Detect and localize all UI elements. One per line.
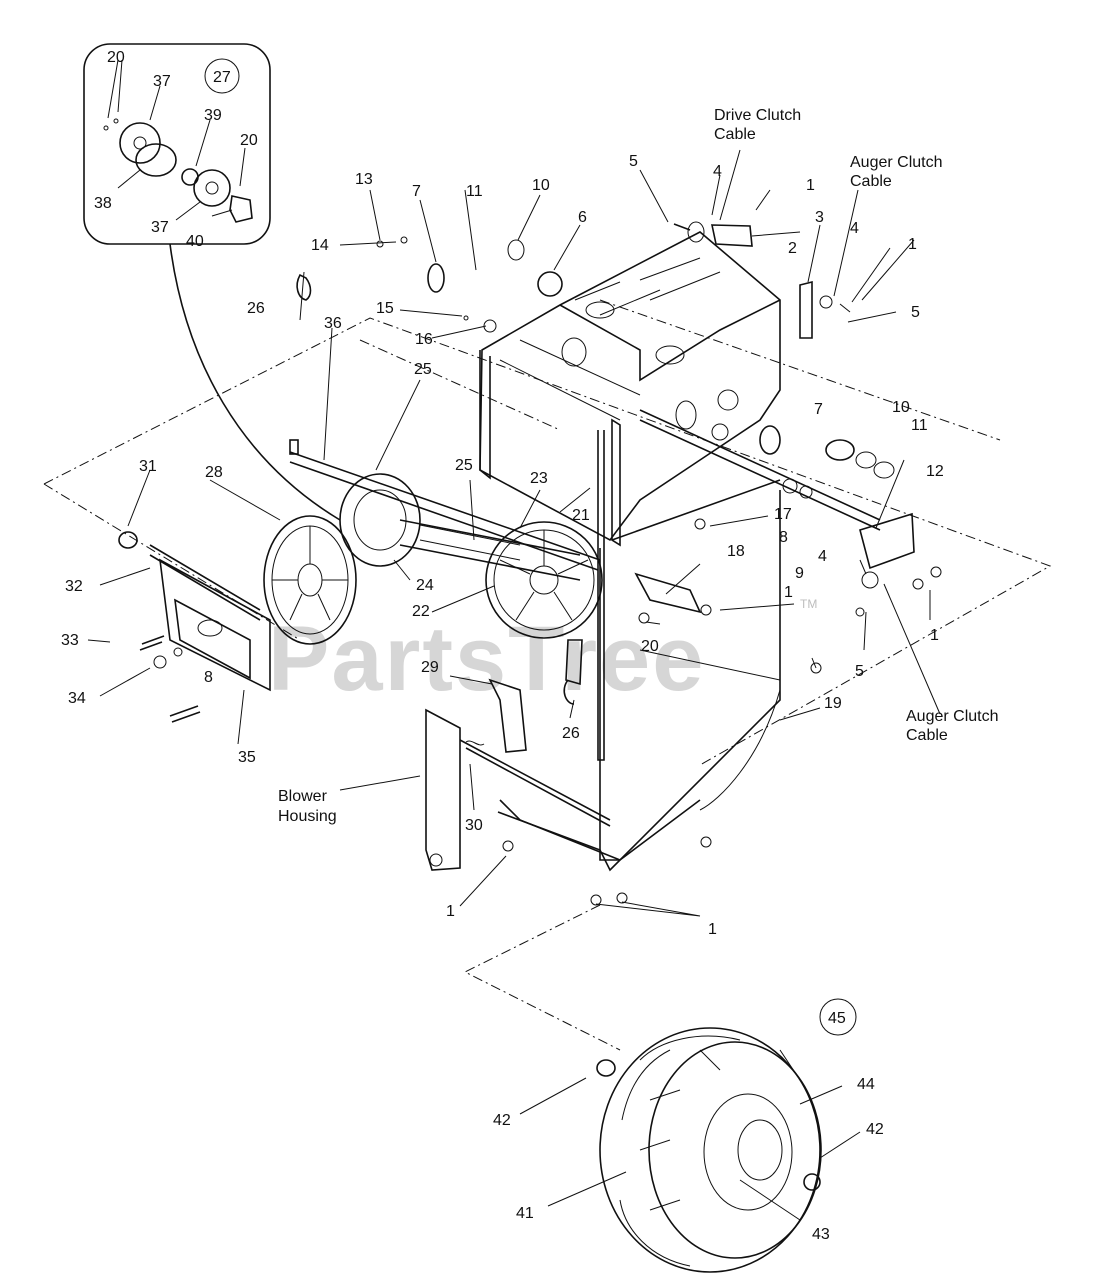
watermark: PartsTree TM <box>268 597 817 710</box>
callout-45: 45 <box>828 1010 846 1027</box>
callout-44: 44 <box>857 1076 875 1093</box>
callout-5-right: 5 <box>855 663 864 680</box>
callout-41: 41 <box>516 1205 534 1222</box>
label-auger-clutch-cable-top-line2: Cable <box>850 173 892 190</box>
callout-19: 19 <box>824 695 842 712</box>
callout-38: 38 <box>94 195 112 212</box>
callout-1-mid: 1 <box>784 584 793 601</box>
callout-4-right: 4 <box>818 548 827 565</box>
callout-42-left: 42 <box>493 1112 511 1129</box>
callout-10: 10 <box>532 177 550 194</box>
callout-2: 2 <box>788 240 797 257</box>
callout-20-inset: 20 <box>240 132 258 149</box>
callout-42-right: 42 <box>866 1121 884 1138</box>
callout-39: 39 <box>204 107 222 124</box>
callout-22: 22 <box>412 603 430 620</box>
callout-1-far-right: 1 <box>930 627 939 644</box>
callout-17: 17 <box>774 506 792 523</box>
callout-5-top-right: 5 <box>911 304 920 321</box>
watermark-trademark: TM <box>800 597 817 611</box>
callout-3: 3 <box>815 209 824 226</box>
callout-31: 31 <box>139 458 157 475</box>
cable-labels: Drive Clutch Cable Auger Clutch Cable Au… <box>278 107 999 825</box>
callout-24: 24 <box>416 577 434 594</box>
callout-32: 32 <box>65 578 83 595</box>
callout-25: 25 <box>414 361 432 378</box>
label-drive-clutch-cable-line2: Cable <box>714 126 756 143</box>
callout-12: 12 <box>926 463 944 480</box>
callout-36: 36 <box>324 315 342 332</box>
callout-7-right: 7 <box>814 401 823 418</box>
callout-1-top-right: 1 <box>908 236 917 253</box>
callout-1-bottom-left: 1 <box>446 903 455 920</box>
callout-4: 4 <box>713 163 722 180</box>
wheel-tire-assembly <box>596 998 857 1273</box>
label-auger-clutch-cable-bottom-line2: Cable <box>906 727 948 744</box>
callout-1: 1 <box>806 177 815 194</box>
control-cable-brackets <box>376 221 851 339</box>
gear-assembly <box>339 473 603 639</box>
callout-8-left: 8 <box>204 669 213 686</box>
callout-43: 43 <box>812 1226 830 1243</box>
watermark-text: PartsTree <box>268 608 705 710</box>
callout-35: 35 <box>238 749 256 766</box>
callout-30: 30 <box>465 817 483 834</box>
callout-29: 29 <box>421 659 439 676</box>
callout-11-right: 11 <box>911 417 928 434</box>
frame-housing <box>479 231 781 872</box>
callout-21: 21 <box>572 507 590 524</box>
callout-34: 34 <box>68 690 86 707</box>
callout-28: 28 <box>205 464 223 481</box>
label-auger-clutch-cable-top-line1: Auger Clutch <box>850 154 943 171</box>
lower-linkage <box>425 572 781 871</box>
callout-27: 27 <box>213 69 231 86</box>
callout-37-lower: 37 <box>151 219 169 236</box>
callout-18: 18 <box>727 543 745 560</box>
label-blower-housing-line2: Housing <box>278 808 337 825</box>
callout-1-bottom: 1 <box>708 921 717 938</box>
callout-33: 33 <box>61 632 79 649</box>
callout-37: 37 <box>153 73 171 90</box>
callout-7: 7 <box>412 183 421 200</box>
label-blower-housing-line1: Blower <box>278 788 328 805</box>
callout-20-mid: 20 <box>641 638 659 655</box>
callout-26: 26 <box>247 300 265 317</box>
callout-8-right: 8 <box>779 529 788 546</box>
callout-6: 6 <box>578 209 587 226</box>
left-bracket <box>118 531 271 723</box>
callout-4-top-right: 4 <box>850 220 859 237</box>
callout-5: 5 <box>629 153 638 170</box>
label-drive-clutch-cable-line1: Drive Clutch <box>714 107 801 124</box>
hardware-bolts <box>296 273 942 906</box>
leader-lines <box>87 149 941 1221</box>
axle-assembly <box>289 409 915 571</box>
callout-15: 15 <box>376 300 394 317</box>
callout-10-right: 10 <box>892 399 910 416</box>
inset-detail-27 <box>83 43 341 521</box>
callout-14: 14 <box>311 237 329 254</box>
callout-26-lower: 26 <box>562 725 580 742</box>
friction-wheel <box>263 515 357 645</box>
label-auger-clutch-cable-bottom-line1: Auger Clutch <box>906 708 999 725</box>
callout-16: 16 <box>415 331 433 348</box>
callout-13: 13 <box>355 171 373 188</box>
callout-23: 23 <box>530 470 548 487</box>
callout-25-lower: 25 <box>455 457 473 474</box>
callout-9: 9 <box>795 565 804 582</box>
callout-numbers: 20 37 27 39 20 38 37 40 13 7 11 10 6 14 … <box>61 49 944 1243</box>
callout-40: 40 <box>186 233 204 250</box>
callout-11: 11 <box>466 183 483 200</box>
callout-20: 20 <box>107 49 125 66</box>
